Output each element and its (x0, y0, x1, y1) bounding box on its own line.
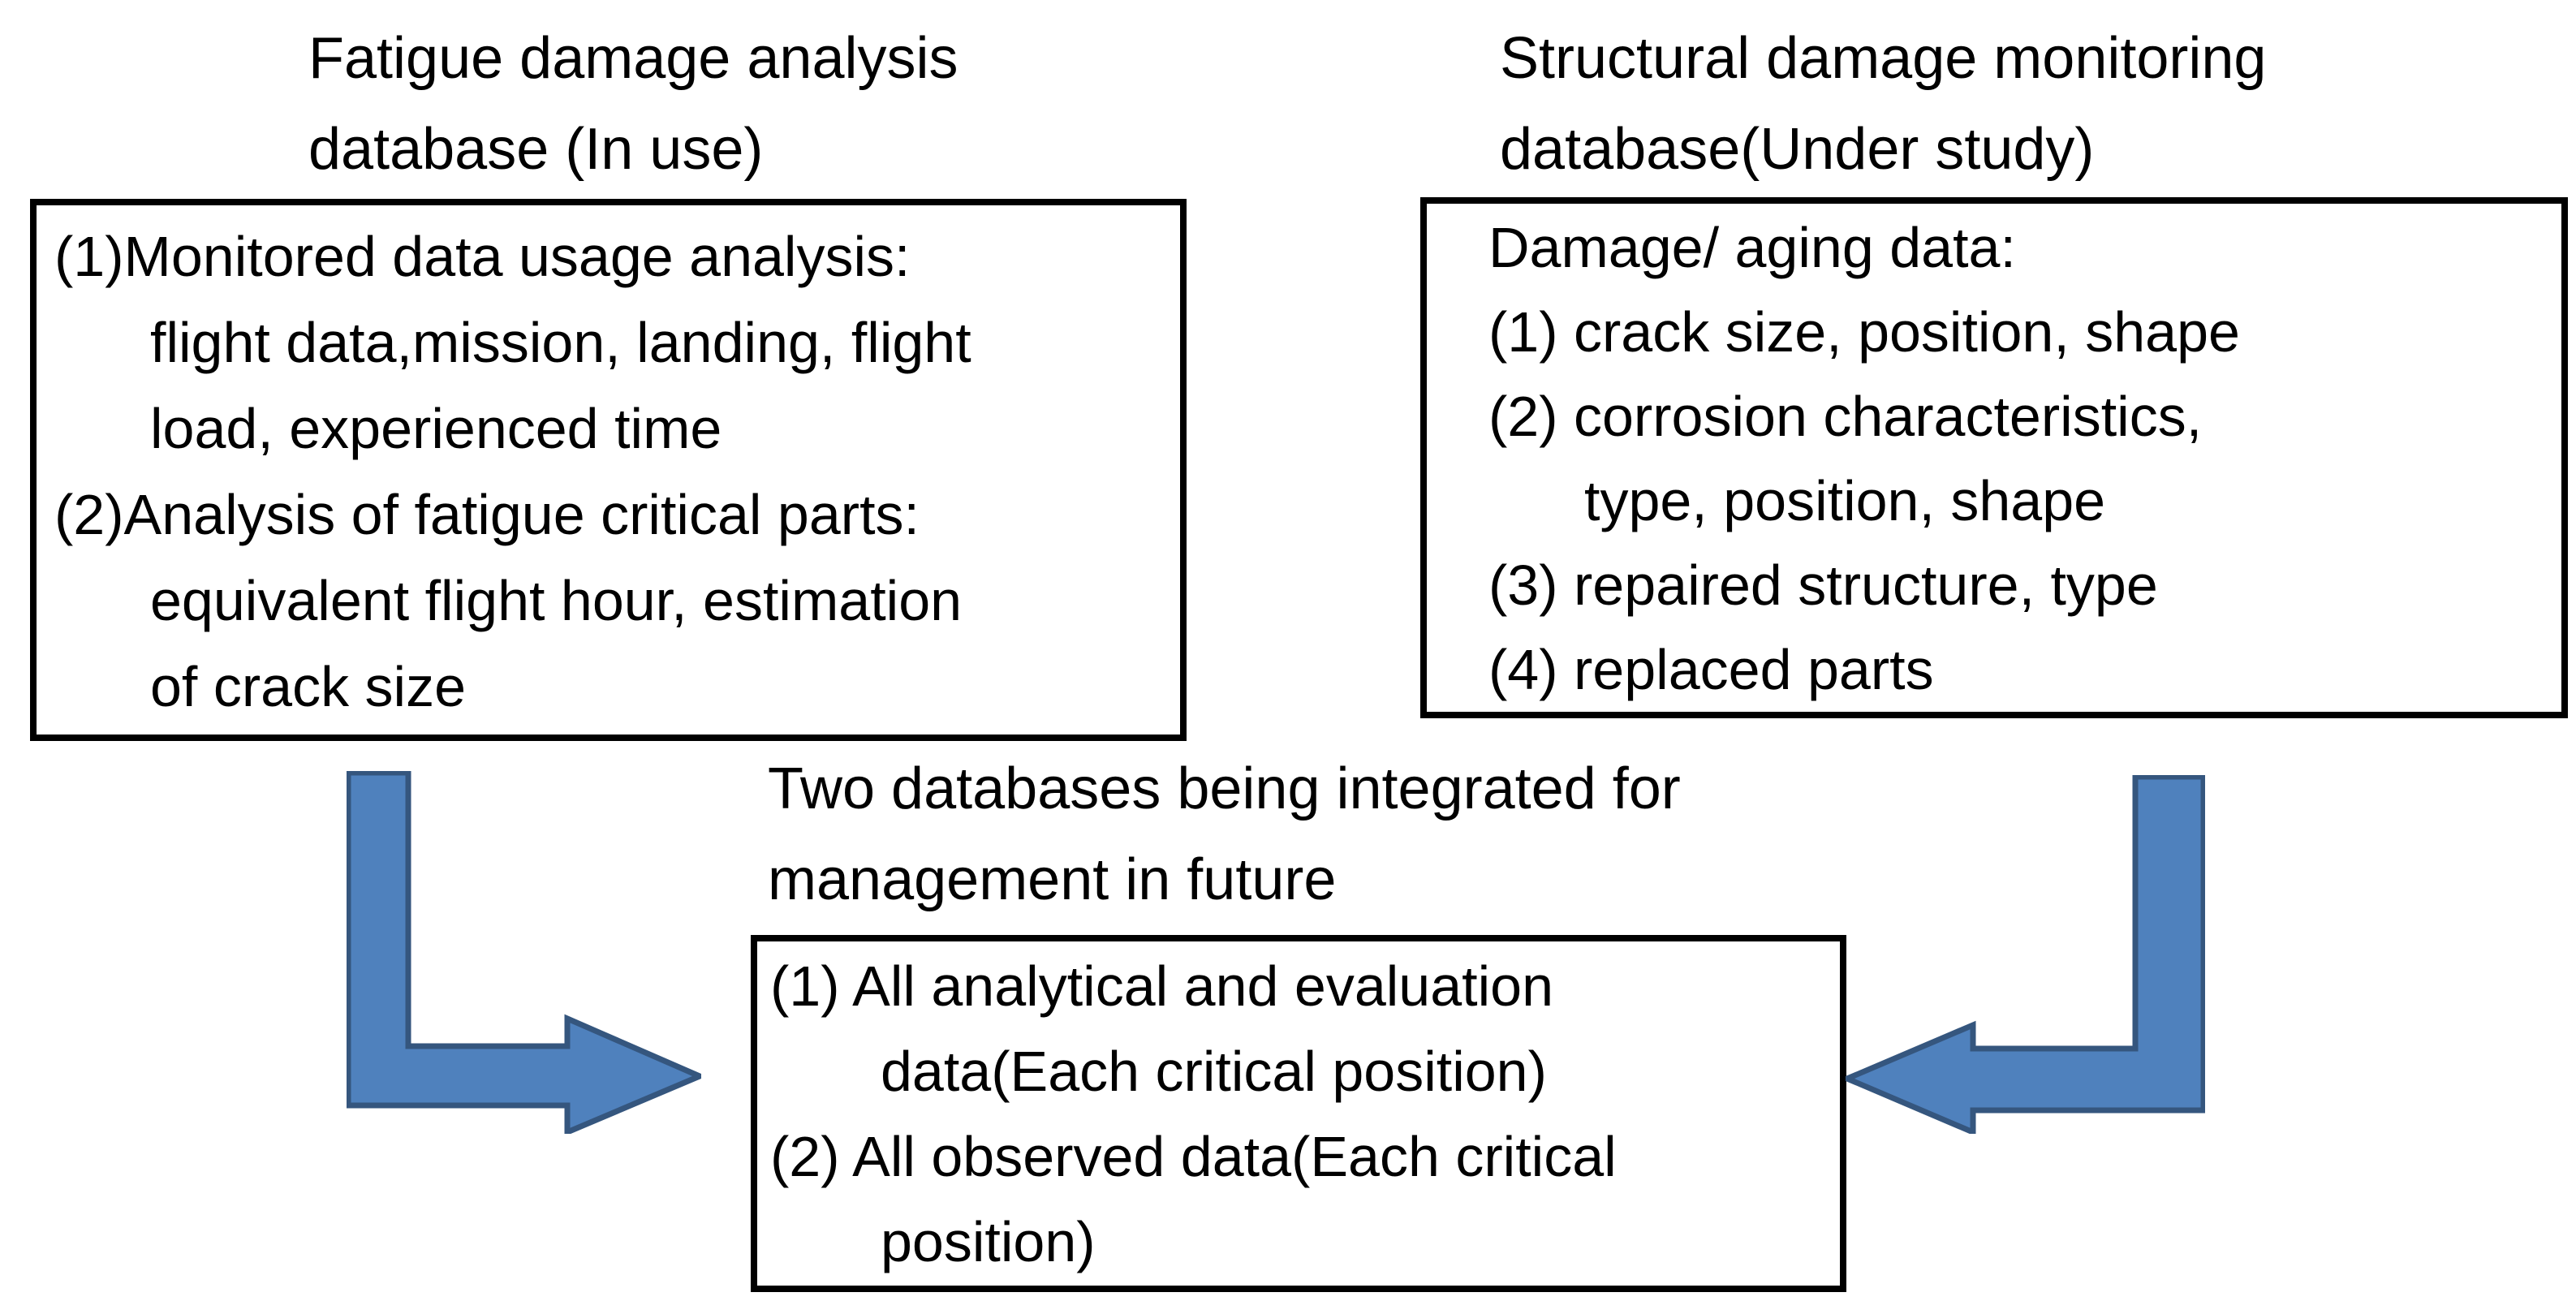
fatigue-db-title-line-1: Fatigue damage analysis (308, 26, 958, 91)
fatigue-db-line: load, experienced time (150, 397, 722, 460)
fatigue-db-box: (1)Monitored data usage analysis: flight… (30, 199, 1187, 741)
fatigue-db-line: of crack size (150, 655, 466, 718)
monitoring-db-line: Damage/ aging data: (1488, 216, 2016, 279)
monitoring-db-line: type, position, shape (1584, 469, 2106, 532)
integrated-db-line: data(Each critical position) (881, 1040, 1547, 1103)
integrated-db-line: (2) All observed data(Each critical (770, 1125, 1617, 1188)
fatigue-db-line: (1)Monitored data usage analysis: (54, 225, 911, 288)
monitoring-db-title-line-2: database(Under study) (1500, 117, 2095, 182)
monitoring-db-line: (4) replaced parts (1488, 638, 1934, 701)
elbow-arrow-down-right-icon (347, 771, 701, 1134)
fatigue-db-title-line-2: database (In use) (308, 117, 764, 182)
integrated-db-box: (1) All analytical and evaluation data(E… (751, 935, 1846, 1292)
elbow-arrow-down-left-shape (1846, 775, 2205, 1134)
fatigue-db-line: equivalent flight hour, estimation (150, 569, 963, 632)
integrated-db-line: (1) All analytical and evaluation (770, 954, 1554, 1018)
monitoring-db-line: (1) crack size, position, shape (1488, 300, 2240, 364)
integration-label-line-1: Two databases being integrated for (768, 756, 1681, 821)
elbow-arrow-down-right-shape (347, 771, 701, 1134)
monitoring-db-line: (3) repaired structure, type (1488, 554, 2158, 617)
elbow-arrow-down-left-icon (1846, 775, 2205, 1134)
monitoring-db-title: Structural damage monitoring database(Un… (1500, 13, 2266, 195)
monitoring-db-line: (2) corrosion characteristics, (1488, 385, 2203, 448)
integration-label: Two databases being integrated for manag… (768, 743, 1681, 925)
fatigue-db-line: (2)Analysis of fatigue critical parts: (54, 483, 920, 546)
monitoring-db-title-line-1: Structural damage monitoring (1500, 26, 2267, 91)
monitoring-db-box: Damage/ aging data: (1) crack size, posi… (1420, 197, 2568, 718)
integrated-db-line: position) (881, 1210, 1096, 1273)
fatigue-db-title: Fatigue damage analysis database (In use… (308, 13, 958, 195)
integration-label-line-2: management in future (768, 847, 1337, 912)
fatigue-db-line: flight data,mission, landing, flight (150, 311, 971, 374)
